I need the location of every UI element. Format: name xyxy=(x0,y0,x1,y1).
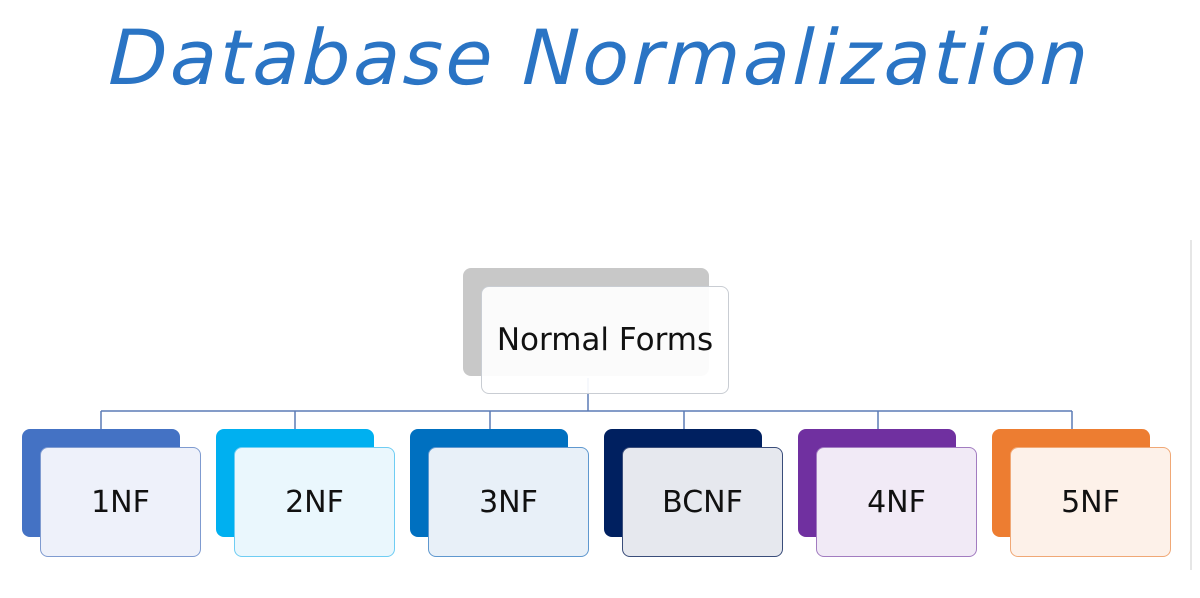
node-2nf: 2NF xyxy=(216,429,395,557)
node-4nf: 4NF xyxy=(798,429,977,557)
node-5nf-label: 5NF xyxy=(1010,447,1171,557)
node-3nf: 3NF xyxy=(410,429,589,557)
node-3nf-label: 3NF xyxy=(428,447,589,557)
node-1nf-label: 1NF xyxy=(40,447,201,557)
node-1nf: 1NF xyxy=(22,429,201,557)
node-4nf-label: 4NF xyxy=(816,447,977,557)
root-node-label: Normal Forms xyxy=(481,286,729,394)
node-bcnf: BCNF xyxy=(604,429,783,557)
node-bcnf-label: BCNF xyxy=(622,447,783,557)
node-2nf-label: 2NF xyxy=(234,447,395,557)
root-node-normal-forms: Normal Forms xyxy=(463,268,729,394)
page-edge-divider xyxy=(1190,240,1192,570)
node-5nf: 5NF xyxy=(992,429,1171,557)
